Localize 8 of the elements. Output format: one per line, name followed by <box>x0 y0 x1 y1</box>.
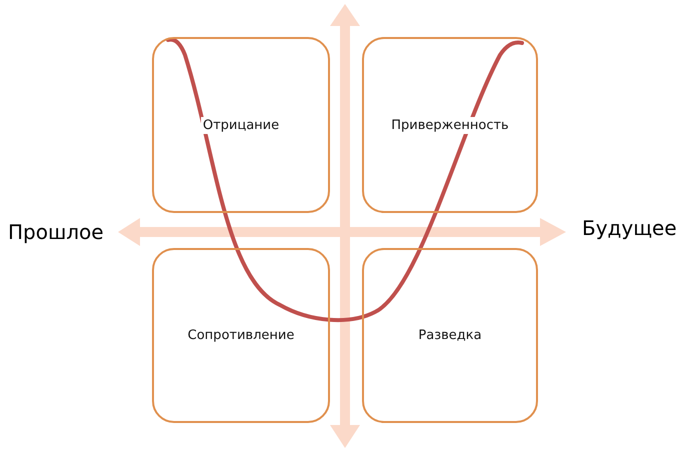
quadrant-box <box>362 37 538 213</box>
quadrant-label: Сопротивление <box>186 327 296 344</box>
quadrant-box <box>152 37 330 213</box>
axis-label: Будущее <box>582 216 677 240</box>
quadrant-label: Отрицание <box>200 116 282 134</box>
quadrant-box <box>362 248 538 423</box>
axis-label: Прошлое <box>8 220 104 244</box>
quadrant-box <box>152 248 330 423</box>
